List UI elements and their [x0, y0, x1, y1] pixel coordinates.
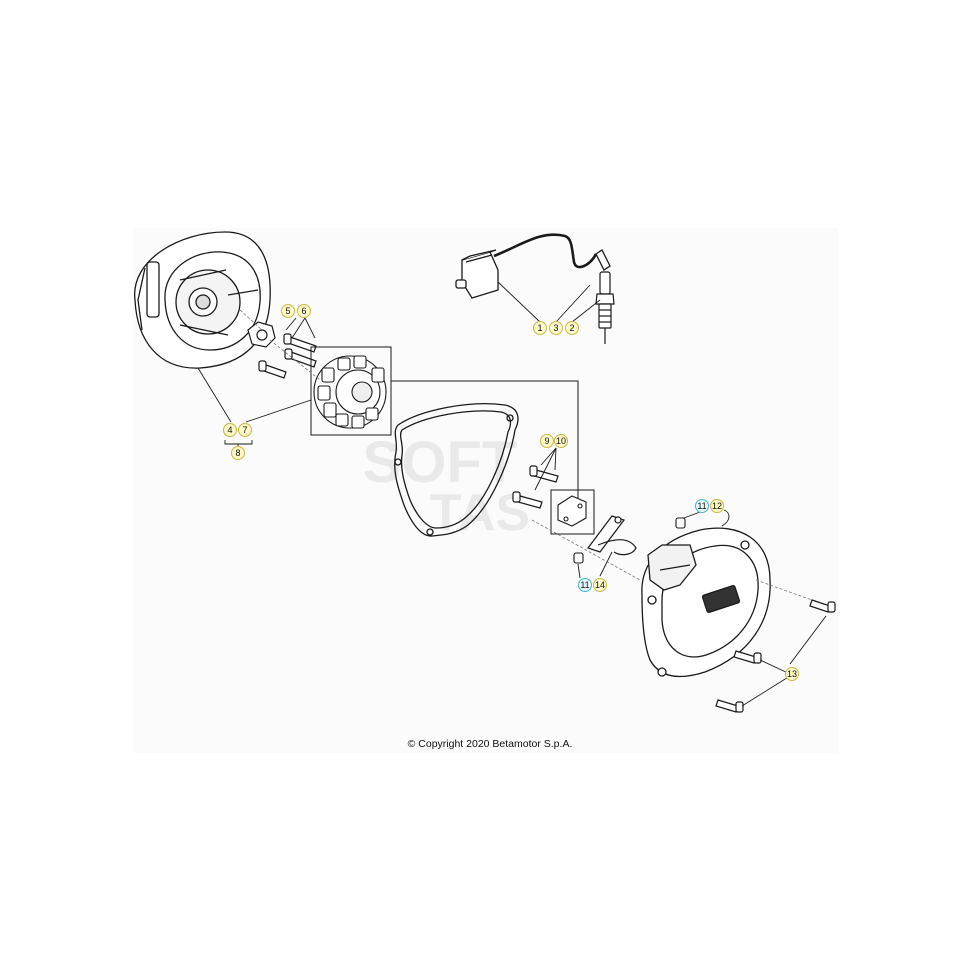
svg-text:6: 6 — [301, 306, 306, 316]
callout-12: 12 — [710, 499, 724, 513]
callout-5: 5 — [281, 304, 295, 318]
callout-14: 14 — [593, 578, 607, 592]
axis-lines — [239, 309, 813, 601]
svg-text:13: 13 — [787, 669, 797, 679]
cable-clamp-part — [587, 515, 637, 556]
callout-7: 7 — [238, 423, 252, 437]
svg-text:7: 7 — [242, 425, 247, 435]
flywheel-part — [134, 231, 271, 369]
gasket-part — [394, 403, 519, 537]
callout-6: 6 — [297, 304, 311, 318]
callout-1: 1 — [533, 321, 547, 335]
svg-text:9: 9 — [544, 436, 549, 446]
pickup-sensor-part — [550, 489, 595, 535]
callout-13: 13 — [785, 667, 799, 681]
ignition-cover-part — [641, 527, 771, 678]
svg-text:3: 3 — [553, 323, 558, 333]
callout-2: 2 — [565, 321, 579, 335]
flywheel-nut-part — [247, 321, 276, 348]
leader-lines — [197, 281, 827, 707]
stator-part — [310, 346, 392, 436]
copyright-text: © Copyright 2020 Betamotor S.p.A. — [407, 738, 573, 750]
callout-11-top: 11 — [695, 499, 709, 513]
svg-text:11: 11 — [580, 580, 589, 590]
callout-8: 8 — [231, 446, 245, 460]
callout-11-bottom: 11 — [578, 578, 592, 592]
svg-text:1: 1 — [537, 323, 542, 333]
svg-text:14: 14 — [595, 580, 605, 590]
cover-plugs-part — [573, 517, 686, 564]
svg-text:12: 12 — [712, 501, 722, 511]
svg-text:4: 4 — [227, 425, 232, 435]
svg-text:5: 5 — [285, 306, 290, 316]
svg-text:10: 10 — [556, 436, 566, 446]
pickup-screws-part — [512, 465, 559, 509]
callout-10: 10 — [554, 434, 568, 448]
svg-text:8: 8 — [235, 448, 240, 458]
callout-4: 4 — [223, 423, 237, 437]
stator-cable — [391, 380, 579, 498]
ignition-coil-part — [455, 233, 611, 299]
svg-text:2: 2 — [569, 323, 574, 333]
watermark-line1: SOFT — [363, 430, 518, 495]
watermark: SOFT TAS — [363, 430, 530, 542]
spark-plug-part — [595, 271, 615, 344]
cover-screws-part — [715, 599, 836, 713]
callouts: 1 3 2 5 6 4 7 8 — [223, 304, 799, 681]
callout-9: 9 — [540, 434, 554, 448]
callout-3: 3 — [549, 321, 563, 335]
svg-text:11: 11 — [697, 501, 706, 511]
